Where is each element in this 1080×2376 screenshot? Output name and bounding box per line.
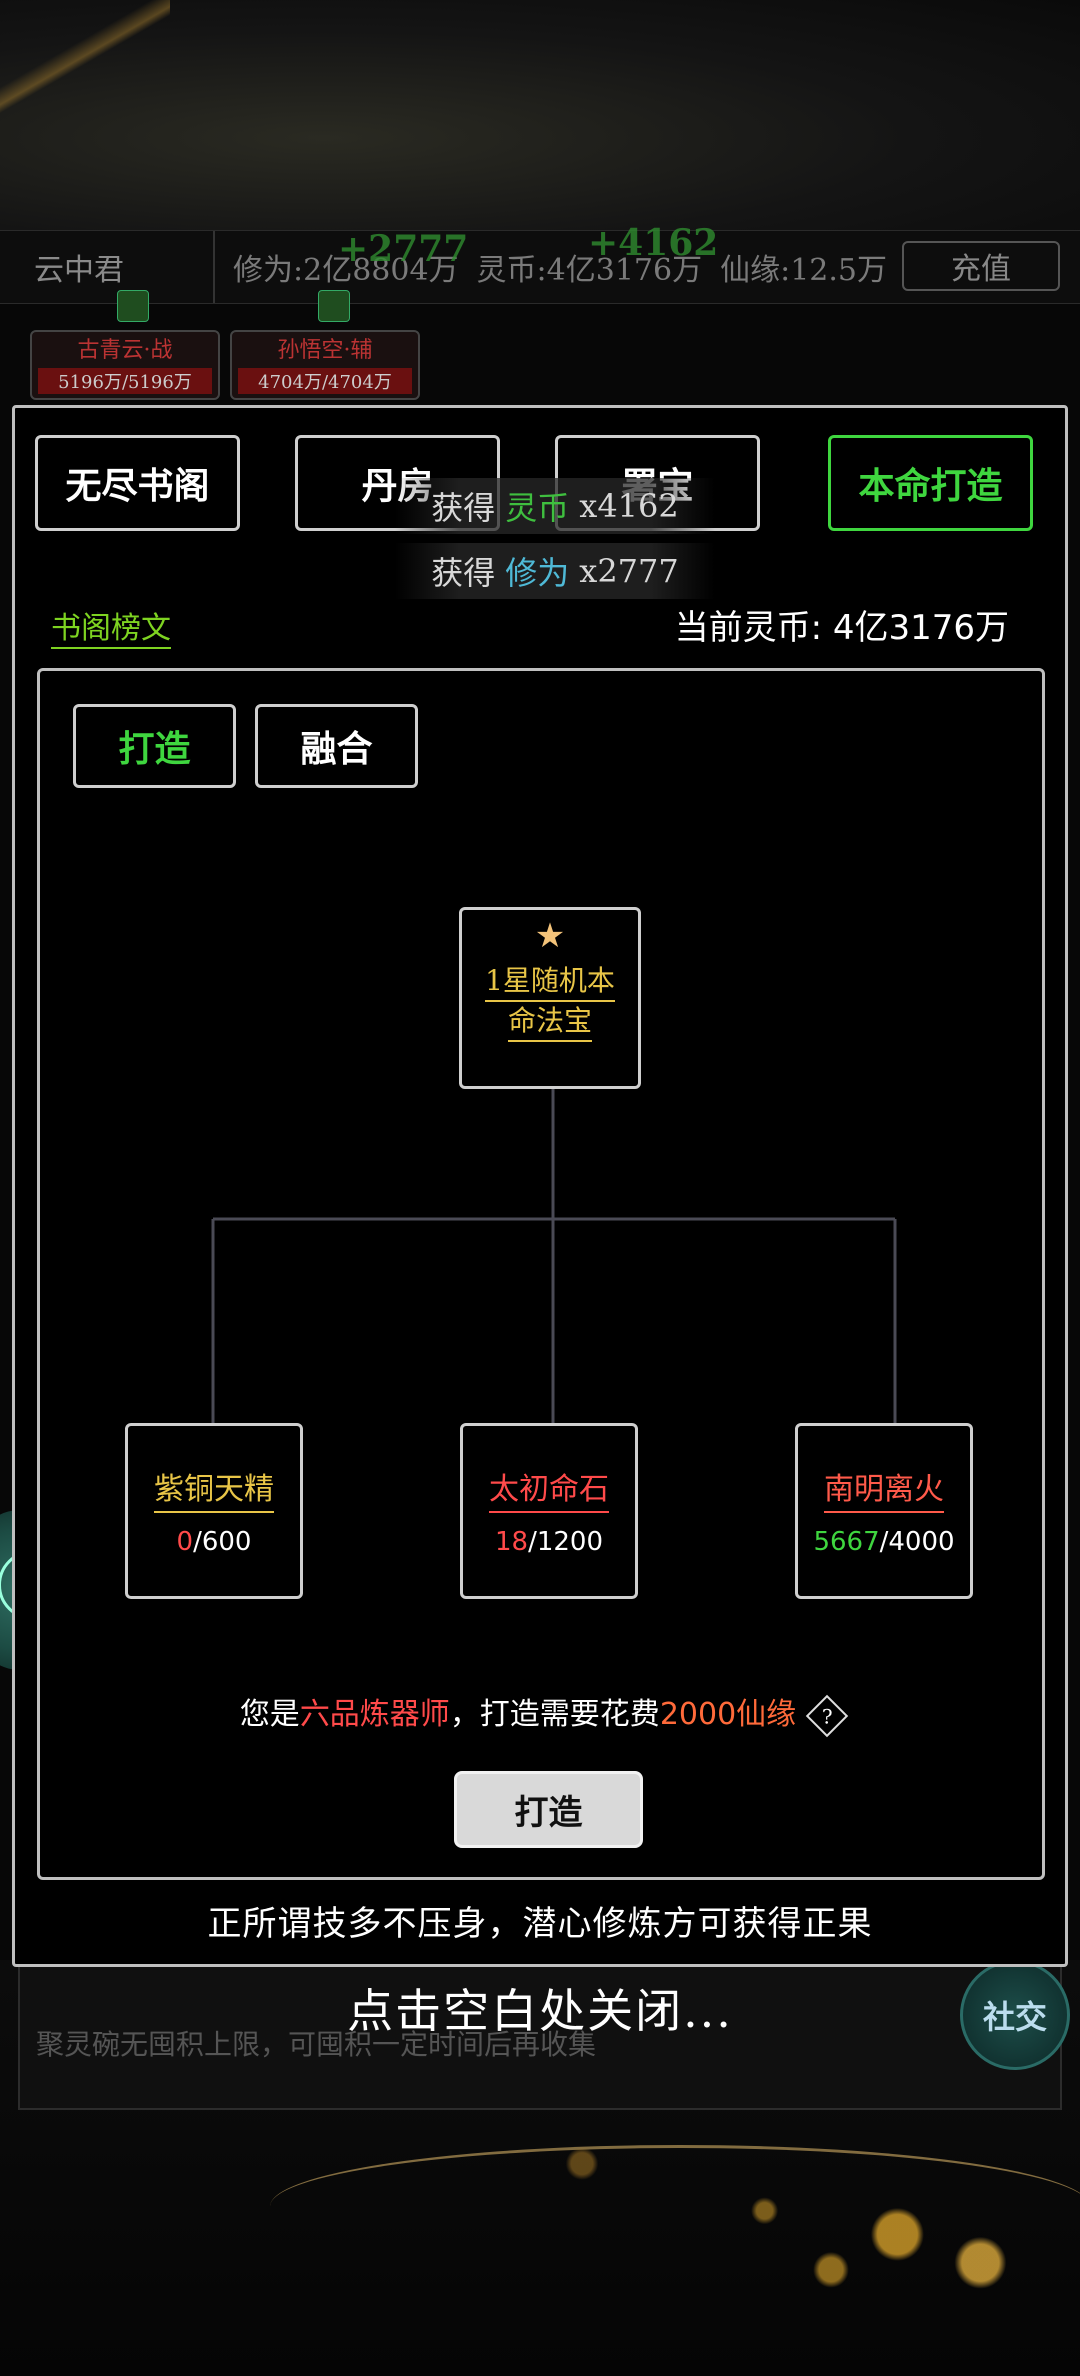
hero-card[interactable]: 孙悟空·辅 4704万/4704万 bbox=[230, 330, 420, 400]
forge-cost-info: 您是六品炼器师，打造需要花费2000仙缘? bbox=[40, 1689, 1042, 1738]
forge-cost: 2000仙缘 bbox=[659, 1697, 797, 1732]
background-tip: 聚灵碗无囤积上限，可囤积一定时间后再收集 bbox=[36, 2028, 597, 2061]
material-node[interactable]: 南明离火 5667/4000 bbox=[795, 1423, 973, 1599]
material-node[interactable]: 紫铜天精 0/600 bbox=[125, 1423, 303, 1599]
help-icon[interactable]: ? bbox=[805, 1694, 849, 1738]
close-hint[interactable]: 点击空白处关闭... bbox=[347, 1984, 733, 2038]
hero-name: 孙悟空·辅 bbox=[277, 338, 373, 363]
target-treasure-node[interactable]: ★ 1星随机本 命法宝 bbox=[459, 907, 641, 1089]
social-button[interactable]: 社交 bbox=[960, 1960, 1070, 2070]
status-bar: 云中君 修为:2亿8804万 灵币:4亿3176万 仙缘:12.5万 充值 bbox=[0, 230, 1080, 304]
recharge-button[interactable]: 充值 bbox=[902, 241, 1060, 291]
background-top bbox=[0, 0, 1080, 230]
target-name-line2: 命法宝 bbox=[507, 1002, 592, 1042]
coin-stat: 灵币:4亿3176万 bbox=[476, 253, 703, 288]
library-ranking-link[interactable]: 书阁榜文 bbox=[51, 603, 171, 649]
reward-toast: 获得 修为 x2777 bbox=[395, 543, 715, 599]
reward-toast: 获得 灵币 x4162 bbox=[395, 478, 715, 534]
player-name[interactable]: 云中君 bbox=[0, 231, 215, 303]
material-name: 太初命石 bbox=[489, 1470, 609, 1513]
hero-card[interactable]: 古青云·战 5196万/5196万 bbox=[30, 330, 220, 400]
material-count: 18/1200 bbox=[494, 1526, 604, 1557]
star-icon: ★ bbox=[534, 916, 566, 956]
material-name: 紫铜天精 bbox=[154, 1470, 274, 1513]
current-coin: 当前灵币: 4亿3176万 bbox=[674, 608, 1009, 648]
material-name: 南明离火 bbox=[824, 1470, 944, 1513]
float-gain-coin: +4162 bbox=[588, 222, 719, 264]
cultivation-stat: 修为:2亿8804万 bbox=[233, 253, 459, 288]
hero-name: 古青云·战 bbox=[77, 338, 173, 363]
hero-hp: 4704万/4704万 bbox=[238, 368, 412, 394]
material-node[interactable]: 太初命石 18/1200 bbox=[460, 1423, 638, 1599]
subtab-forge[interactable]: 打造 bbox=[73, 704, 236, 788]
forge-button[interactable]: 打造 bbox=[454, 1771, 643, 1848]
float-gain-cultivation: +2777 bbox=[338, 228, 469, 270]
smith-rank: 六品炼器师 bbox=[299, 1697, 450, 1732]
material-count: 5667/4000 bbox=[813, 1526, 955, 1557]
subtab-fuse[interactable]: 融合 bbox=[255, 704, 418, 788]
gold-splash-decoration bbox=[250, 2140, 1080, 2376]
motto-text: 正所谓技多不压身，潜心修炼方可获得正果 bbox=[207, 1904, 873, 1944]
fate-stat: 仙缘:12.5万 bbox=[720, 253, 887, 288]
hero-badge-icon bbox=[117, 290, 149, 322]
hero-badge-icon bbox=[318, 290, 350, 322]
tab-natal-forge[interactable]: 本命打造 bbox=[828, 435, 1033, 531]
hero-hp: 5196万/5196万 bbox=[38, 368, 212, 394]
material-count: 0/600 bbox=[176, 1526, 252, 1557]
forge-panel: 打造 融合 ★ 1星随机本 命法宝 紫铜天精 0/600 太初命石 18/120… bbox=[37, 668, 1045, 1880]
recipe-tree-lines bbox=[211, 1088, 897, 1434]
target-name-line1: 1星随机本 bbox=[485, 962, 615, 1002]
forge-modal: 无尽书阁 丹房 署宝 本命打造 获得 灵币 x4162 获得 修为 x2777 … bbox=[12, 405, 1068, 1967]
tab-endless-library[interactable]: 无尽书阁 bbox=[35, 435, 240, 531]
